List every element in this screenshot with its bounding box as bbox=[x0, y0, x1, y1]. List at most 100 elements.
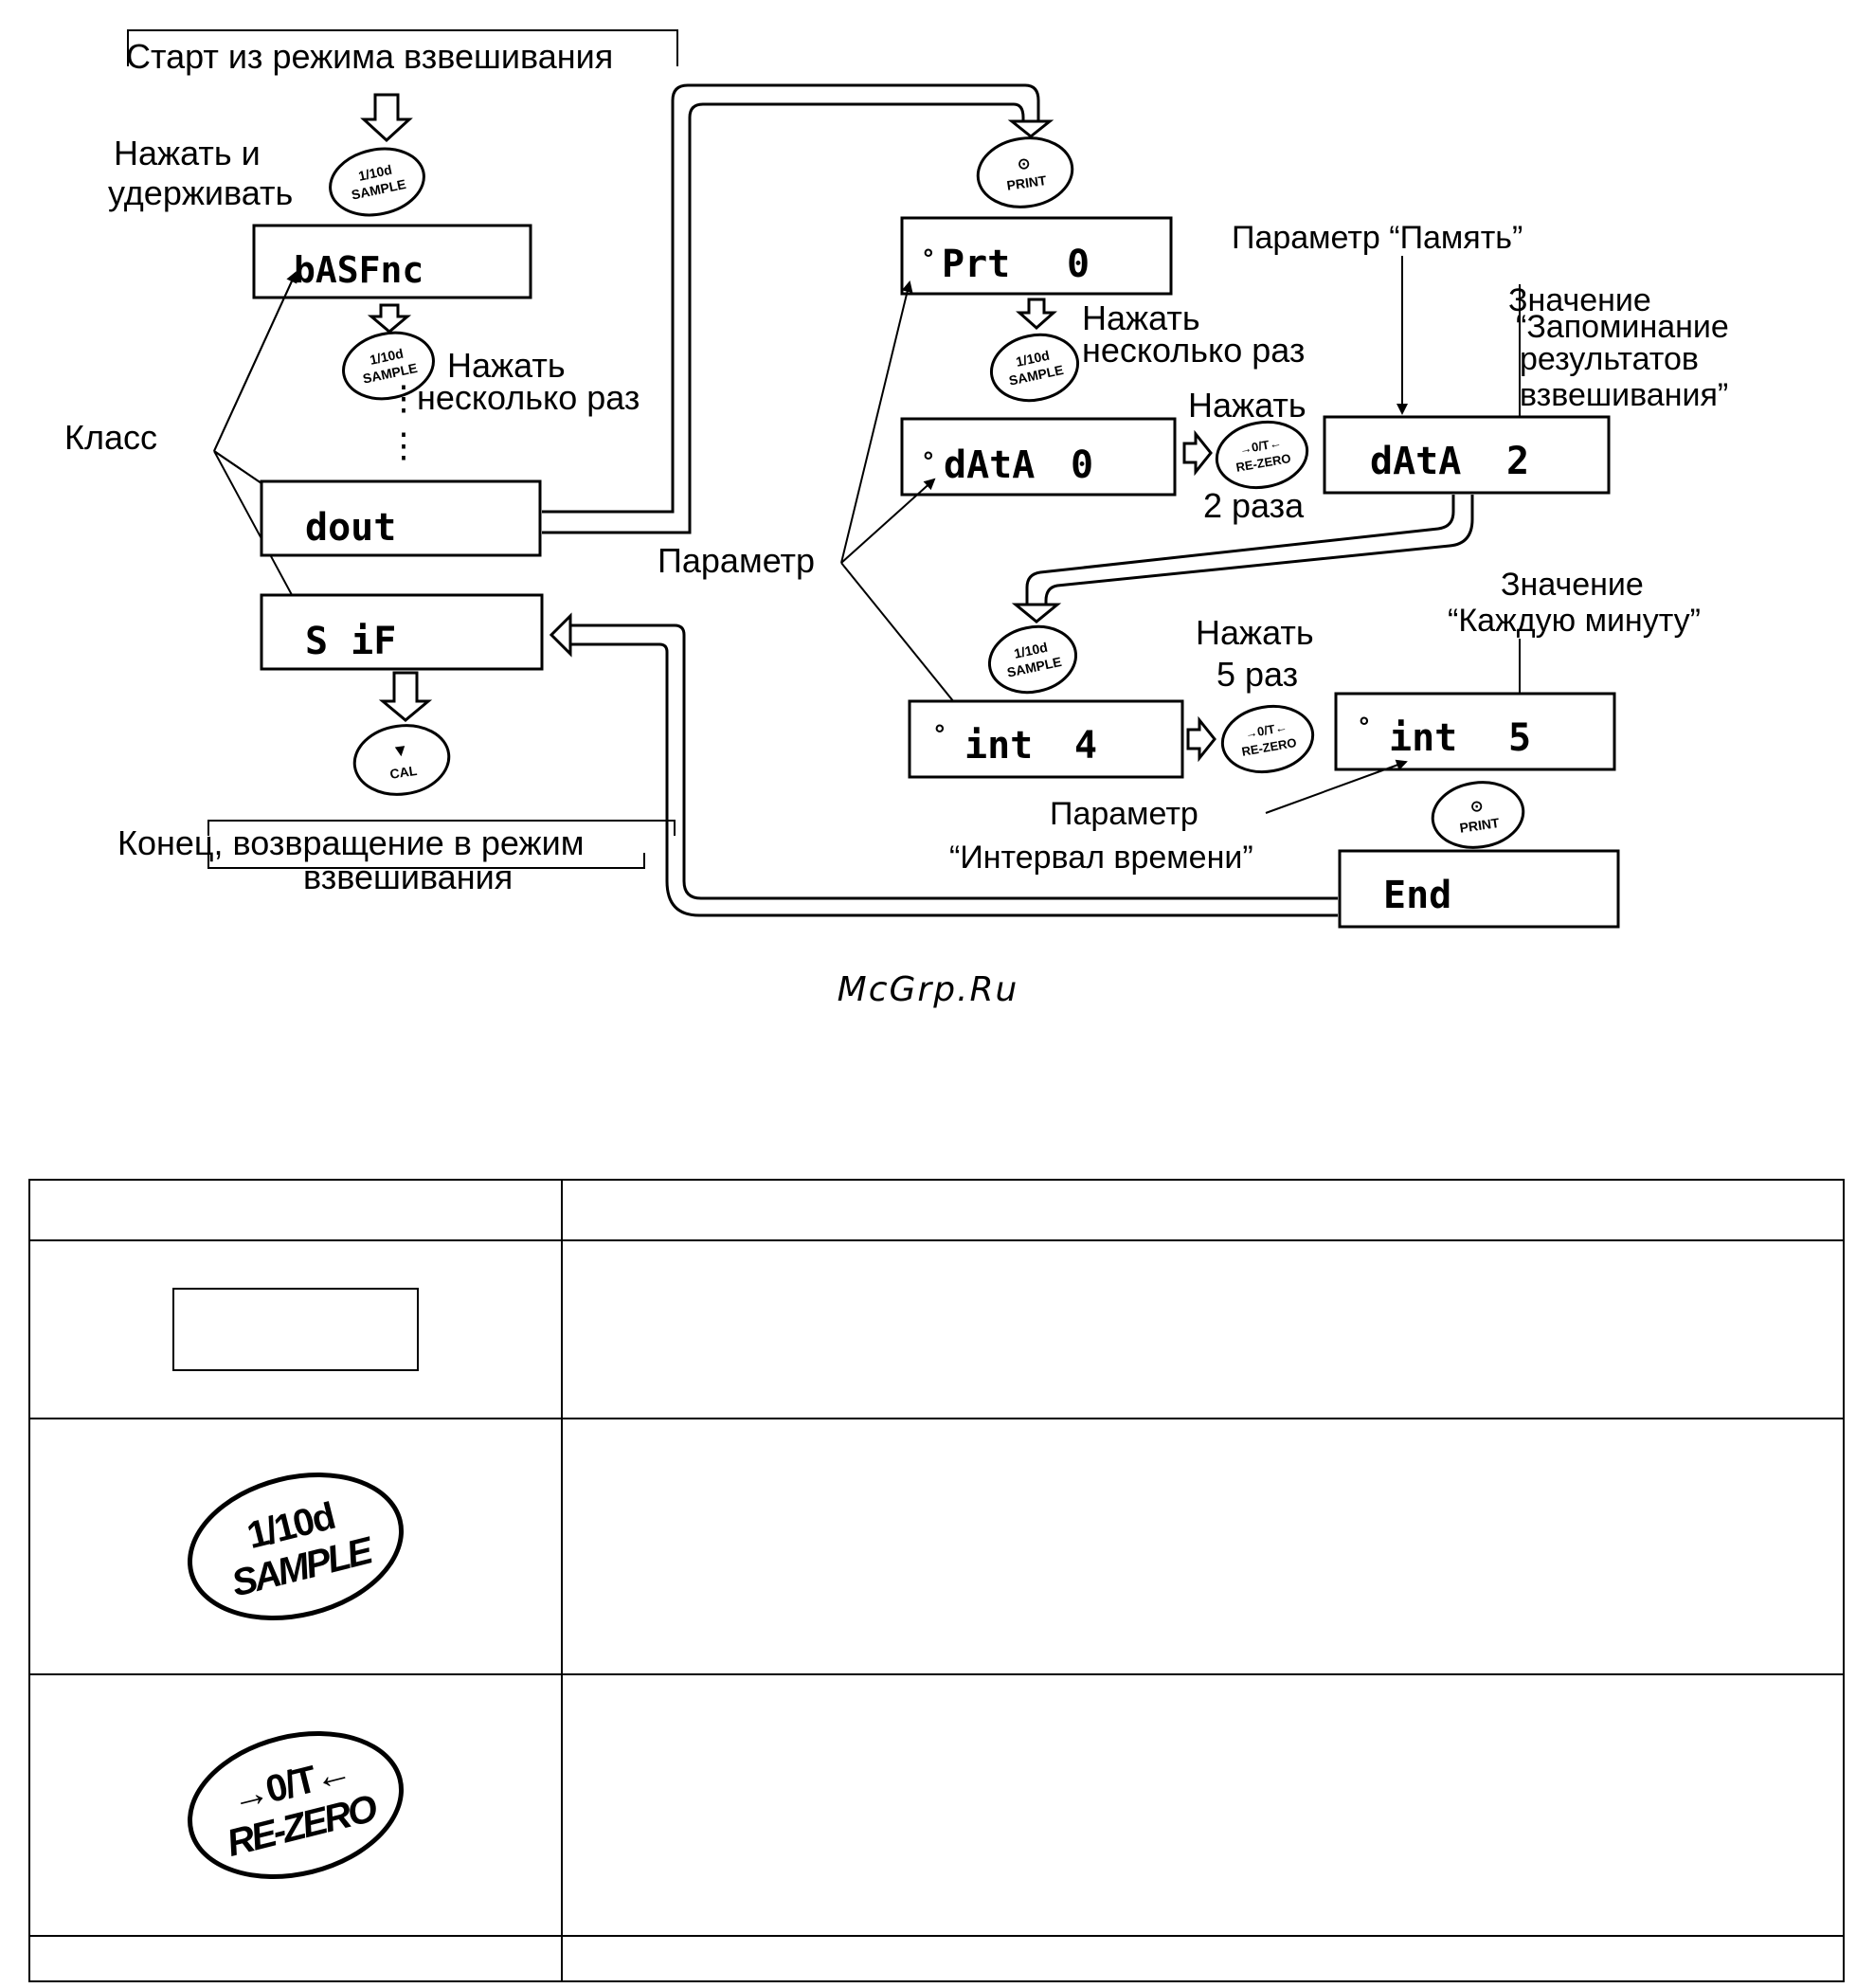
hollow-arrow-right-icon bbox=[1182, 429, 1213, 477]
press-several-label-2a: Нажать bbox=[1082, 298, 1200, 337]
start-label: Старт из режима взвешивания bbox=[126, 37, 613, 76]
svg-text:1/10d: 1/10d bbox=[1013, 640, 1049, 661]
hollow-arrow-down-icon bbox=[378, 671, 433, 722]
print-button-1[interactable]: ⊙ PRINT bbox=[973, 132, 1076, 212]
display-dout-text: dout bbox=[305, 506, 396, 550]
value-memory-label-2: “Запоминание bbox=[1516, 309, 1729, 345]
hollow-arrow-down-icon bbox=[1016, 298, 1057, 331]
press-hold-label-1: Нажать и bbox=[114, 134, 261, 172]
display-basfnc bbox=[252, 224, 532, 299]
hollow-arrow-down-icon bbox=[367, 303, 412, 334]
sample-button-2[interactable]: 1/10d SAMPLE bbox=[337, 325, 440, 407]
press-several-label-1b: несколько раз bbox=[417, 378, 640, 417]
table-cell bbox=[561, 1418, 1845, 1675]
press-5x-label-b: 5 раз bbox=[1216, 655, 1298, 694]
end-label-1: Конец, возвращение в режим bbox=[117, 823, 585, 862]
rezero-button-2[interactable]: →0/T← RE-ZERO bbox=[1217, 699, 1318, 779]
svg-text:PRINT: PRINT bbox=[1459, 815, 1501, 836]
parameter-pointer-3 bbox=[840, 562, 972, 724]
rezero-button-1[interactable]: →0/T← RE-ZERO bbox=[1212, 415, 1312, 495]
cal-button[interactable]: ▼ CAL bbox=[350, 719, 453, 800]
connector-end-to-sif bbox=[568, 624, 1338, 917]
display-dout bbox=[260, 479, 542, 557]
display-end bbox=[1338, 849, 1620, 929]
print-button-2[interactable]: ⊙ PRINT bbox=[1429, 777, 1528, 854]
display-int bbox=[908, 699, 1184, 779]
display-int-set bbox=[1334, 692, 1616, 771]
legend-table: 1/10d SAMPLE →0/T← RE-ZERO bbox=[28, 1179, 1845, 1982]
parameter-pointer-1 bbox=[840, 280, 913, 564]
table-cell: →0/T← RE-ZERO bbox=[28, 1673, 563, 1937]
table-row bbox=[28, 1179, 1845, 1241]
press-several-label-1a: Нажать bbox=[447, 346, 566, 385]
display-prt-value: 0 bbox=[1067, 243, 1090, 286]
table-cell: 1/10d SAMPLE bbox=[28, 1418, 563, 1675]
svg-text:▼: ▼ bbox=[390, 740, 409, 761]
display-data-set bbox=[1323, 415, 1611, 495]
table-cell bbox=[561, 1239, 1845, 1419]
svg-text:PRINT: PRINT bbox=[1006, 172, 1048, 193]
table-row bbox=[28, 1239, 1845, 1419]
press-hold-label-2: удерживать bbox=[108, 173, 293, 212]
svg-text:⊙: ⊙ bbox=[1017, 155, 1032, 173]
sample-button-1[interactable]: 1/10d SAMPLE bbox=[324, 140, 430, 223]
end-label-2: взвешивания bbox=[303, 858, 513, 896]
table-cell bbox=[561, 1179, 1845, 1241]
table-cell bbox=[28, 1179, 563, 1241]
value-minute-label-1: Значение bbox=[1501, 567, 1644, 603]
connector-arrowhead-left bbox=[549, 612, 572, 658]
param-interval-label-2: “Интервал времени” bbox=[949, 840, 1253, 876]
param-interval-label-1: Параметр bbox=[1050, 796, 1198, 832]
end-bracket bbox=[207, 820, 676, 869]
sample-button-3[interactable]: 1/10d SAMPLE bbox=[985, 327, 1084, 408]
value-minute-label-2: “Каждую минуту” bbox=[1448, 603, 1701, 639]
display-data-value: 0 bbox=[1071, 443, 1093, 487]
parameter-pointer-2 bbox=[840, 478, 936, 564]
class-pointer-line-1 bbox=[213, 271, 297, 452]
param-interval-arrow bbox=[1265, 759, 1408, 814]
display-data-param: dAtA bbox=[944, 443, 1035, 487]
table-cell bbox=[561, 1935, 1845, 1982]
svg-text:1/10d: 1/10d bbox=[1015, 348, 1051, 370]
press-5x-label-a: Нажать bbox=[1196, 613, 1314, 652]
display-int-set-value: 5 bbox=[1508, 716, 1531, 760]
display-int-value: 4 bbox=[1074, 724, 1097, 768]
press-2x-label-b: 2 раза bbox=[1203, 486, 1305, 525]
value-memory-label-3: результатов bbox=[1520, 341, 1699, 377]
display-sif-text: S iF bbox=[305, 620, 396, 663]
settings-flow-diagram: Старт из режима взвешивания Нажать и уде… bbox=[64, 29, 1729, 929]
connector-dout-to-print bbox=[542, 83, 1040, 534]
param-memory-label: Параметр “Память” bbox=[1232, 220, 1523, 256]
display-int-set-param: int bbox=[1389, 716, 1457, 760]
table-row: →0/T← RE-ZERO bbox=[28, 1673, 1845, 1937]
display-end-text: End bbox=[1383, 874, 1451, 917]
sample-button-4[interactable]: 1/10d SAMPLE bbox=[983, 619, 1082, 700]
value-memory-label-1: Значение bbox=[1508, 282, 1651, 318]
hollow-arrow-down-icon bbox=[360, 93, 413, 143]
table-cell bbox=[28, 1239, 563, 1419]
press-2x-label-a: Нажать bbox=[1188, 386, 1306, 425]
display-prt bbox=[900, 216, 1173, 296]
class-pointer-lines bbox=[213, 272, 303, 616]
display-sif bbox=[260, 593, 544, 671]
display-int-param: int bbox=[964, 724, 1033, 768]
display-basfnc-text: bASFnc bbox=[294, 249, 423, 291]
start-bracket bbox=[127, 29, 678, 66]
value-memory-label-4: взвешивания” bbox=[1520, 377, 1728, 413]
svg-text:⊙: ⊙ bbox=[1469, 798, 1485, 816]
connector-data-to-int bbox=[1025, 495, 1474, 606]
watermark: McGrp.Ru bbox=[837, 970, 1019, 1009]
display-data bbox=[900, 417, 1177, 497]
parameter-label: Параметр bbox=[658, 541, 815, 580]
display-data-set-param: dAtA bbox=[1370, 440, 1461, 483]
hollow-arrow-right-icon bbox=[1186, 715, 1216, 763]
connector-arrowhead bbox=[1007, 119, 1054, 138]
sample-button-legend: 1/10d SAMPLE bbox=[171, 1451, 420, 1642]
ellipsis-dots: ⋮ bbox=[387, 378, 421, 417]
rezero-button-legend: →0/T← RE-ZERO bbox=[171, 1709, 420, 1901]
table-cell bbox=[28, 1935, 563, 1982]
connector-arrowhead bbox=[1011, 603, 1062, 624]
svg-text:CAL: CAL bbox=[388, 763, 418, 782]
class-label: Класс bbox=[64, 418, 157, 457]
display-data-dot: ° bbox=[921, 448, 936, 477]
